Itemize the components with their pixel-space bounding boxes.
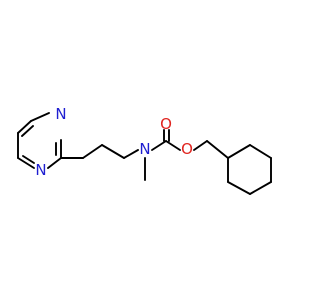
ring-bond-c4-c5-inner (21, 125, 34, 137)
ring-bond-c6-n1 (17, 157, 35, 169)
bond-c-o-ester (165, 140, 181, 151)
bond-ch2-cyclohexyl (206, 140, 229, 159)
ethyl-linker (60, 144, 139, 159)
atom-label-amide-n: N (139, 140, 150, 158)
ring-bond-c4-c5 (17, 120, 32, 134)
ring-bond-n1-c2 (47, 157, 62, 169)
ring-bond-n3-c4 (30, 112, 50, 122)
bond-ch2-ch2 (82, 144, 103, 159)
cy-bond-1 (227, 144, 251, 159)
diagram-background (0, 0, 300, 300)
cy-bond-2 (249, 144, 272, 159)
carbamate-group (144, 129, 229, 181)
bond-ch2-ch2-b (101, 144, 125, 159)
atom-label-n3: N (55, 105, 66, 123)
atom-label-carbonyl-o: O (160, 115, 172, 133)
atom-label-ester-o: O (181, 140, 193, 158)
atom-labels: N N N O O (35, 105, 193, 179)
cy-bond-4 (249, 181, 272, 195)
molecule-structure-diagram: N N N O O (0, 0, 300, 300)
cy-bond-5 (227, 181, 251, 195)
atom-label-n1: N (35, 161, 46, 179)
cyclohexane-ring (227, 144, 272, 195)
pyrimidine-ring (17, 112, 62, 169)
ring-bond-c6-n1-inner (22, 155, 35, 164)
bond-o-ch2 (193, 140, 208, 151)
bond-n-carbonyl-c (151, 140, 167, 151)
bond-ch2-n (123, 149, 139, 159)
